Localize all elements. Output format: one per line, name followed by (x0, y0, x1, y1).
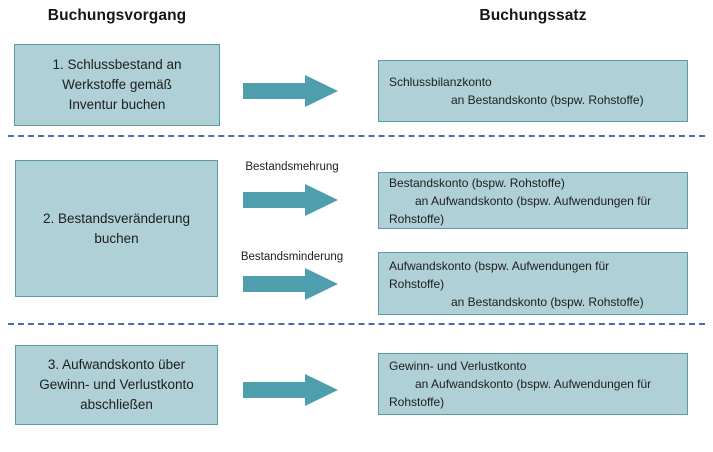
entry-box-3-line-1: Gewinn- und Verlustkonto (389, 359, 527, 373)
entry-box-3-line-2: an Aufwandskonto (bspw. Aufwendungen für (415, 377, 652, 391)
right-arrow-icon-3 (243, 374, 338, 406)
step-box-2-text: 2. Bestandsveränderung buchen (43, 209, 190, 249)
entry-box-2b: Aufwandskonto (bspw. Aufwendungen für Ro… (378, 252, 688, 315)
step-box-1-line-2: Werkstoffe gemäß (62, 77, 172, 92)
entry-box-2a: Bestandskonto (bspw. Rohstoffe) an Aufwa… (378, 172, 688, 229)
column-header-buchungssatz: Buchungssatz (479, 7, 587, 24)
right-arrow-icon-1 (243, 75, 338, 107)
step-box-3-line-3: abschließen (80, 397, 153, 412)
step-box-1: 1. Schlussbestand an Werkstoffe gemäß In… (14, 44, 220, 126)
step-box-1-line-3: Inventur buchen (68, 97, 166, 112)
entry-box-2a-line-1: Bestandskonto (bspw. Rohstoffe) (389, 175, 565, 190)
entry-box-3: Gewinn- und Verlustkonto an Aufwandskont… (378, 353, 688, 415)
right-arrow-icon-2a (243, 184, 338, 216)
column-header-buchungsvorgang: Buchungsvorgang (47, 7, 187, 24)
entry-box-2b-line-3: an Bestandskonto (bspw. Rohstoffe) (451, 294, 644, 309)
step-box-1-line-1: 1. Schlussbestand an (52, 57, 182, 72)
section-divider-1 (8, 135, 705, 137)
entry-box-2a-line-3: Rohstoffe) (389, 211, 445, 226)
step-box-3-line-2: Gewinn- und Verlustkonto (39, 377, 194, 392)
entry-box-2b-line-1: Aufwandskonto (bspw. Aufwendungen für (389, 258, 610, 273)
step-box-3: 3. Aufwandskonto über Gewinn- und Verlus… (15, 345, 218, 425)
entry-box-1-line-2: an Bestandskonto (bspw. Rohstoffe) (451, 93, 644, 107)
step-box-1-text: 1. Schlussbestand an Werkstoffe gemäß In… (52, 55, 181, 115)
step-box-2-line-1: 2. Bestandsveränderung (42, 210, 191, 226)
entry-box-2b-line-2: Rohstoffe) (389, 276, 445, 291)
section-divider-2 (8, 323, 705, 325)
step-box-2-line-2: buchen (94, 230, 139, 246)
step-box-3-line-1: 3. Aufwandskonto über (47, 357, 186, 372)
arrow-label-bestandsminderung: Bestandsminderung (240, 251, 344, 263)
right-arrow-icon-2b (243, 268, 338, 300)
step-box-3-text: 3. Aufwandskonto über Gewinn- und Verlus… (39, 355, 194, 415)
entry-box-3-line-3: Rohstoffe) (389, 395, 445, 409)
step-box-2: 2. Bestandsveränderung buchen (15, 160, 218, 297)
entry-box-1: Schlussbilanzkonto an Bestandskonto (bsp… (378, 60, 688, 122)
entry-box-2a-line-2: an Aufwandskonto (bspw. Aufwendungen für (415, 193, 652, 208)
arrow-label-bestandsmehrung: Bestandsmehrung (245, 161, 339, 173)
entry-box-1-line-1: Schlussbilanzkonto (389, 75, 492, 89)
